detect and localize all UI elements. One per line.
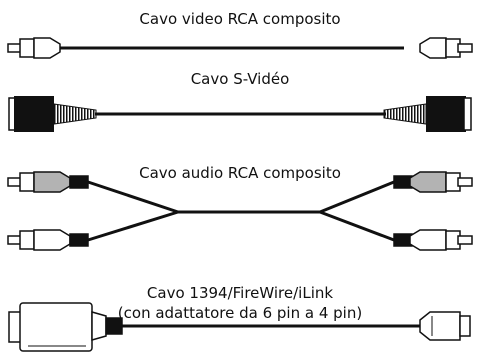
rca-audio-plug-right-bottom (393, 229, 473, 251)
firewire-plug-right (419, 311, 471, 341)
rca-video-cable: Cavo video RCA composito (7, 10, 473, 59)
rca-video-plug-left (7, 37, 61, 59)
s-video-cable: Cavo S-Vidéo (8, 70, 472, 132)
rca-audio-plug-left-bottom (7, 229, 89, 251)
firewire-cable: Cavo 1394/FireWire/iLink (con adattatore… (8, 284, 471, 352)
firewire-cable-label-line2: (con adattatore da 6 pin a 4 pin) (118, 304, 362, 322)
rca-video-cable-label: Cavo video RCA composito (139, 10, 340, 28)
s-video-plug-left (8, 96, 97, 132)
rca-audio-plug-right-top (393, 171, 473, 193)
rca-audio-plug-left-top (7, 171, 89, 193)
rca-audio-wires (87, 180, 395, 242)
rca-video-plug-right (419, 37, 473, 59)
rca-audio-cable: Cavo audio RCA composito (7, 164, 473, 251)
s-video-cable-label: Cavo S-Vidéo (191, 70, 290, 88)
firewire-cable-label-line1: Cavo 1394/FireWire/iLink (147, 284, 333, 302)
rca-audio-cable-label: Cavo audio RCA composito (139, 164, 341, 182)
firewire-plug-left (8, 302, 123, 352)
s-video-plug-right (383, 96, 472, 132)
